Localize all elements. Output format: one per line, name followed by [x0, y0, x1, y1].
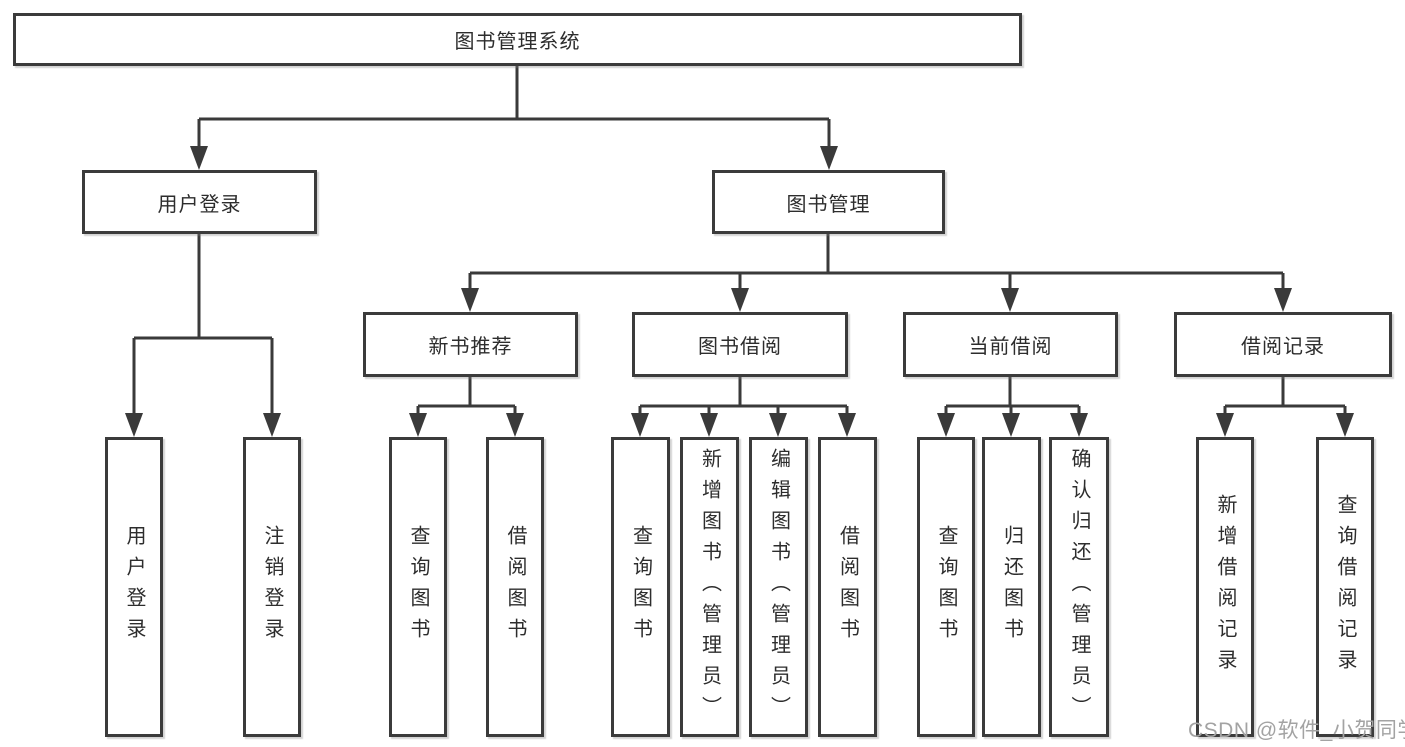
leaf-borrow-books: 借阅图书 — [818, 437, 877, 737]
node-label: 借阅图书 — [504, 525, 526, 649]
node-user-login: 用户登录 — [82, 170, 317, 234]
leaf-query-books-recommend: 查询图书 — [389, 437, 447, 737]
node-label: 当前借阅 — [968, 336, 1053, 358]
node-label: 查询图书 — [407, 525, 429, 649]
leaf-query-books-current: 查询图书 — [917, 437, 975, 737]
node-label: 新书推荐 — [428, 336, 513, 358]
node-label: 新增图书（管理员） — [698, 447, 721, 727]
leaf-query-books-borrow: 查询图书 — [611, 437, 670, 737]
watermark: CSDN @软件_小贺同学 — [1188, 719, 1405, 742]
leaf-edit-book-admin: 编辑图书（管理员） — [749, 437, 808, 737]
node-label: 编辑图书（管理员） — [767, 447, 790, 727]
node-label: 归还图书 — [1000, 525, 1023, 649]
node-label: 借阅图书 — [836, 525, 859, 649]
node-current-borrow: 当前借阅 — [903, 312, 1118, 377]
leaf-return-book: 归还图书 — [982, 437, 1041, 737]
node-label: 查询图书 — [935, 525, 957, 649]
node-label: 确认归还（管理员） — [1068, 447, 1090, 727]
arrowhead-icons — [125, 146, 1354, 437]
node-label: 图书管理 — [786, 193, 871, 216]
leaf-query-borrow-record: 查询借阅记录 — [1316, 437, 1374, 737]
node-label: 图书管理系统 — [454, 31, 581, 53]
node-borrow-records: 借阅记录 — [1174, 312, 1392, 377]
node-new-book-recommend: 新书推荐 — [363, 312, 578, 377]
node-label: 注销登录 — [261, 525, 283, 649]
node-label: 查询借阅记录 — [1334, 494, 1356, 680]
leaf-logout: 注销登录 — [243, 437, 301, 737]
leaf-add-borrow-record: 新增借阅记录 — [1196, 437, 1254, 737]
node-label: 借阅记录 — [1241, 336, 1325, 358]
leaf-add-book-admin: 新增图书（管理员） — [680, 437, 739, 737]
node-label: 用户登录 — [157, 193, 242, 216]
node-label: 新增借阅记录 — [1214, 494, 1236, 680]
node-label: 用户登录 — [123, 525, 145, 649]
leaf-user-login: 用户登录 — [105, 437, 163, 737]
node-library-system: 图书管理系统 — [13, 13, 1022, 66]
leaf-borrow-books-recommend: 借阅图书 — [486, 437, 544, 737]
node-book-management: 图书管理 — [712, 170, 945, 234]
node-book-borrow: 图书借阅 — [632, 312, 848, 377]
node-label: 图书借阅 — [698, 336, 782, 358]
node-label: 查询图书 — [629, 525, 652, 649]
leaf-confirm-return-admin: 确认归还（管理员） — [1049, 437, 1109, 737]
